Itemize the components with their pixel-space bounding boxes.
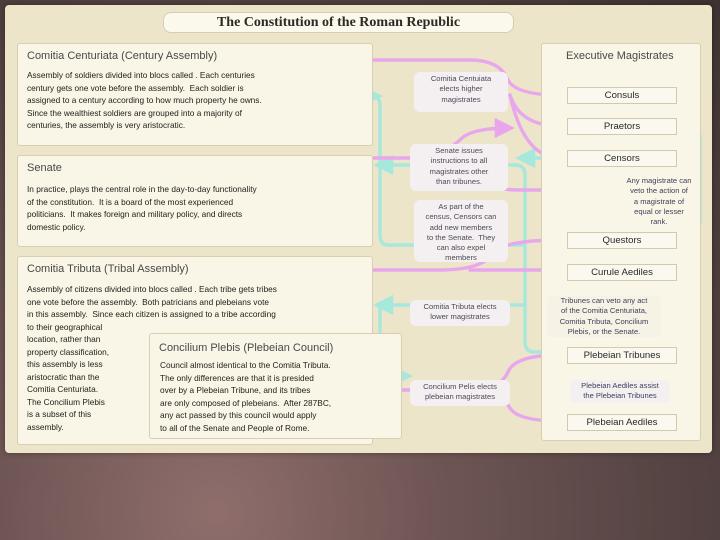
plebis-text: Council almost identical to the Comitia … — [160, 360, 332, 433]
magistrate-curule-aediles: Curule Aediles — [567, 264, 677, 281]
callout-censors-senate: As part of the census, Censors can add n… — [414, 200, 508, 262]
centuriata-text: Assembly of soldiers divided into blocs … — [27, 70, 262, 130]
senate-heading: Senate — [27, 162, 62, 174]
callout-senate-issues: Senate issues instructions to all magist… — [410, 144, 508, 191]
executive-heading: Executive Magistrates — [566, 50, 674, 62]
magistrate-plebeian-tribunes: Plebeian Tribunes — [567, 347, 677, 364]
callout-tributa-elects: Comitia Tributa elects lower magistrates — [410, 300, 510, 326]
callout-plebis-elects: Concilium Pelis elects plebeian magistra… — [410, 380, 510, 406]
centuriata-heading: Comitia Centuriata (Century Assembly) — [27, 50, 218, 62]
tributa-heading: Comitia Tributa (Tribal Assembly) — [27, 263, 189, 275]
aediles-note: Plebeian Aediles assist the Plebeian Tri… — [570, 380, 670, 403]
magistrate-plebeian-aediles: Plebeian Aediles — [567, 414, 677, 431]
senate-text: In practice, plays the central role in t… — [27, 184, 257, 232]
tribunes-veto-note: Tribunes can veto any act of the Comitia… — [547, 296, 661, 338]
senate-panel: Senate In practice, plays the central ro… — [17, 155, 373, 247]
magistrate-censors: Censors — [567, 150, 677, 167]
centuriata-panel: Comitia Centuriata (Century Assembly) As… — [17, 43, 373, 146]
magistrate-praetors: Praetors — [567, 118, 677, 135]
magistrate-questors: Questors — [567, 232, 677, 249]
veto-note: Any magistrate can veto the action of a … — [626, 176, 692, 227]
magistrate-consuls: Consuls — [567, 87, 677, 104]
page-title: The Constitution of the Roman Republic — [163, 12, 514, 33]
plebis-heading: Concilium Plebis (Plebeian Council) — [159, 342, 334, 354]
tributa-text: Assembly of citizens divided into blocs … — [27, 284, 277, 432]
callout-centuriata-elects: Comitia Centuiata elects higher magistra… — [414, 72, 508, 112]
plebis-panel: Concilium Plebis (Plebeian Council) Coun… — [149, 333, 402, 439]
